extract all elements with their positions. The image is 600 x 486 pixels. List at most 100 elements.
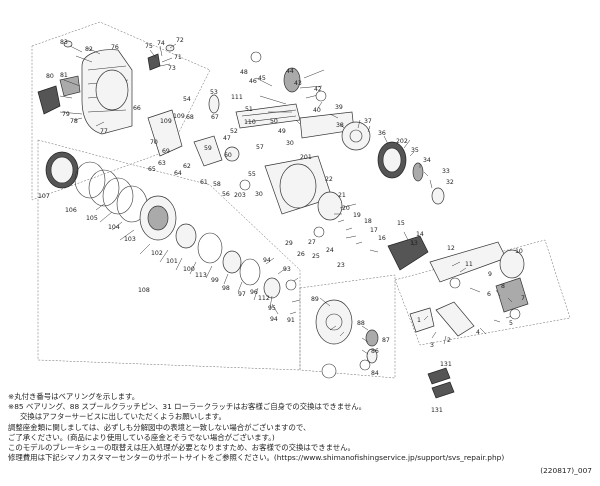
callout-27: 27 <box>308 239 316 246</box>
callout-202: 202 <box>396 138 408 145</box>
callout-8: 8 <box>501 283 505 290</box>
callout-43: 43 <box>294 80 302 87</box>
callout-48: 48 <box>240 69 248 76</box>
document-code: (220817)_007 <box>540 466 592 475</box>
callout-20: 20 <box>342 205 350 212</box>
side-plate-assembly <box>37 40 175 135</box>
callout-103: 103 <box>124 236 136 243</box>
bearing-badges <box>239 51 521 379</box>
callout-65: 65 <box>148 166 156 173</box>
callout-76: 76 <box>111 44 119 51</box>
note-after-service: 交換はアフターサービスに出していただくようお願いします。 <box>20 412 226 422</box>
callout-93: 93 <box>283 266 291 273</box>
callout-98: 98 <box>222 285 230 292</box>
callout-66: 66 <box>133 105 141 112</box>
bearing-28-top <box>250 51 262 63</box>
callout-16: 16 <box>378 235 386 242</box>
bearing-85 <box>359 359 371 371</box>
callout-94-b: 94 <box>270 316 278 323</box>
callout-3: 3 <box>430 342 434 349</box>
bearing-6-b <box>509 308 521 320</box>
callout-45: 45 <box>258 75 266 82</box>
note-washers: 調整座金類に関しましては、必ずしも分解図中の表境と一致しない場合がございますので… <box>8 422 311 432</box>
callout-60: 60 <box>224 152 232 159</box>
callout-96: 96 <box>250 289 258 296</box>
callout-2: 2 <box>447 337 451 344</box>
callout-62: 62 <box>183 163 191 170</box>
callout-201: 201 <box>300 154 312 161</box>
callout-108: 108 <box>138 287 150 294</box>
callout-54: 54 <box>183 96 191 103</box>
callout-67: 67 <box>211 114 219 121</box>
note-washers-2: ご了承ください。(商品により使用している座金とそうでない場合がございます。) <box>8 432 275 442</box>
callout-34: 34 <box>423 157 431 164</box>
callout-14: 14 <box>416 231 424 238</box>
callout-25: 25 <box>312 253 320 260</box>
callout-33: 33 <box>442 168 450 175</box>
callout-71: 71 <box>174 54 182 61</box>
callout-104: 104 <box>108 224 120 231</box>
bearing-90 <box>321 363 337 379</box>
callout-52: 52 <box>230 128 238 135</box>
callout-84: 84 <box>371 370 379 377</box>
callout-36: 36 <box>378 130 386 137</box>
callout-39: 39 <box>335 104 343 111</box>
callout-72: 72 <box>176 37 184 44</box>
callout-12: 12 <box>447 245 455 252</box>
callout-82: 82 <box>85 46 93 53</box>
callout-78: 78 <box>70 118 78 125</box>
callout-106: 106 <box>65 207 77 214</box>
callout-107: 107 <box>38 193 50 200</box>
bearing-6-a <box>449 277 461 289</box>
callout-94-a: 94 <box>263 257 271 264</box>
callout-88: 88 <box>357 320 365 327</box>
note-bearing-legend: ※丸付き番号はベアリングを示します。 <box>8 392 140 401</box>
callout-22: 22 <box>325 176 333 183</box>
callout-21: 21 <box>338 192 346 199</box>
callout-57: 57 <box>256 144 264 151</box>
callout-80: 80 <box>46 73 54 80</box>
callout-112: 112 <box>258 295 270 302</box>
callout-109a: 109 <box>173 113 185 120</box>
callout-131-a: 131 <box>440 361 452 368</box>
spool-assembly <box>45 151 281 299</box>
brake-group-box <box>299 274 396 379</box>
note-repair-cost: 修理費用は下記シマノカスタマーセンターのサポートサイトをご参照ください。(htt… <box>8 453 505 463</box>
callout-101: 101 <box>166 258 178 265</box>
callout-24: 24 <box>326 247 334 254</box>
callout-58: 58 <box>213 181 221 188</box>
frame-assembly <box>147 94 343 221</box>
note-not-user-replaceable: ※85 ベアリング、88 スプールクラッチピン、31 ローラークラッチはお客様ご… <box>8 402 367 412</box>
callout-97: 97 <box>238 291 246 298</box>
callout-23: 23 <box>337 262 345 269</box>
drive-gear-assembly <box>283 67 445 205</box>
callout-10: 10 <box>515 248 523 255</box>
brake-assembly <box>315 299 379 364</box>
callout-50: 50 <box>270 118 278 125</box>
callout-1: 1 <box>417 317 421 324</box>
callout-40: 40 <box>313 107 321 114</box>
notes-block: ※丸付き番号はベアリングを示します。 ※85 ベアリング、88 スプールクラッチ… <box>8 392 568 463</box>
callout-49: 49 <box>278 128 286 135</box>
note-brake-shoe: このモデルのブレーキシューの取替えは圧入処理が必要となりますため、お客様での交換… <box>8 443 355 453</box>
callout-26: 26 <box>297 251 305 258</box>
callout-35: 35 <box>411 147 419 154</box>
callout-47: 47 <box>223 135 231 142</box>
callout-59: 59 <box>204 145 212 152</box>
bearing-28-mid <box>313 226 325 238</box>
callout-70: 70 <box>150 139 158 146</box>
callout-7: 7 <box>521 295 525 302</box>
callout-91: 91 <box>287 317 295 324</box>
callout-74: 74 <box>157 40 165 47</box>
callout-75: 75 <box>145 43 153 50</box>
callout-64: 64 <box>174 170 182 177</box>
bearing-31 <box>239 179 251 191</box>
callout-61: 61 <box>200 179 208 186</box>
callout-131-b: 131 <box>431 407 443 414</box>
callout-203: 203 <box>234 192 246 199</box>
handle-assembly <box>387 235 529 337</box>
callout-102: 102 <box>151 250 163 257</box>
callout-86: 86 <box>371 348 379 355</box>
callout-37: 37 <box>364 118 372 125</box>
callout-13: 13 <box>410 240 418 247</box>
